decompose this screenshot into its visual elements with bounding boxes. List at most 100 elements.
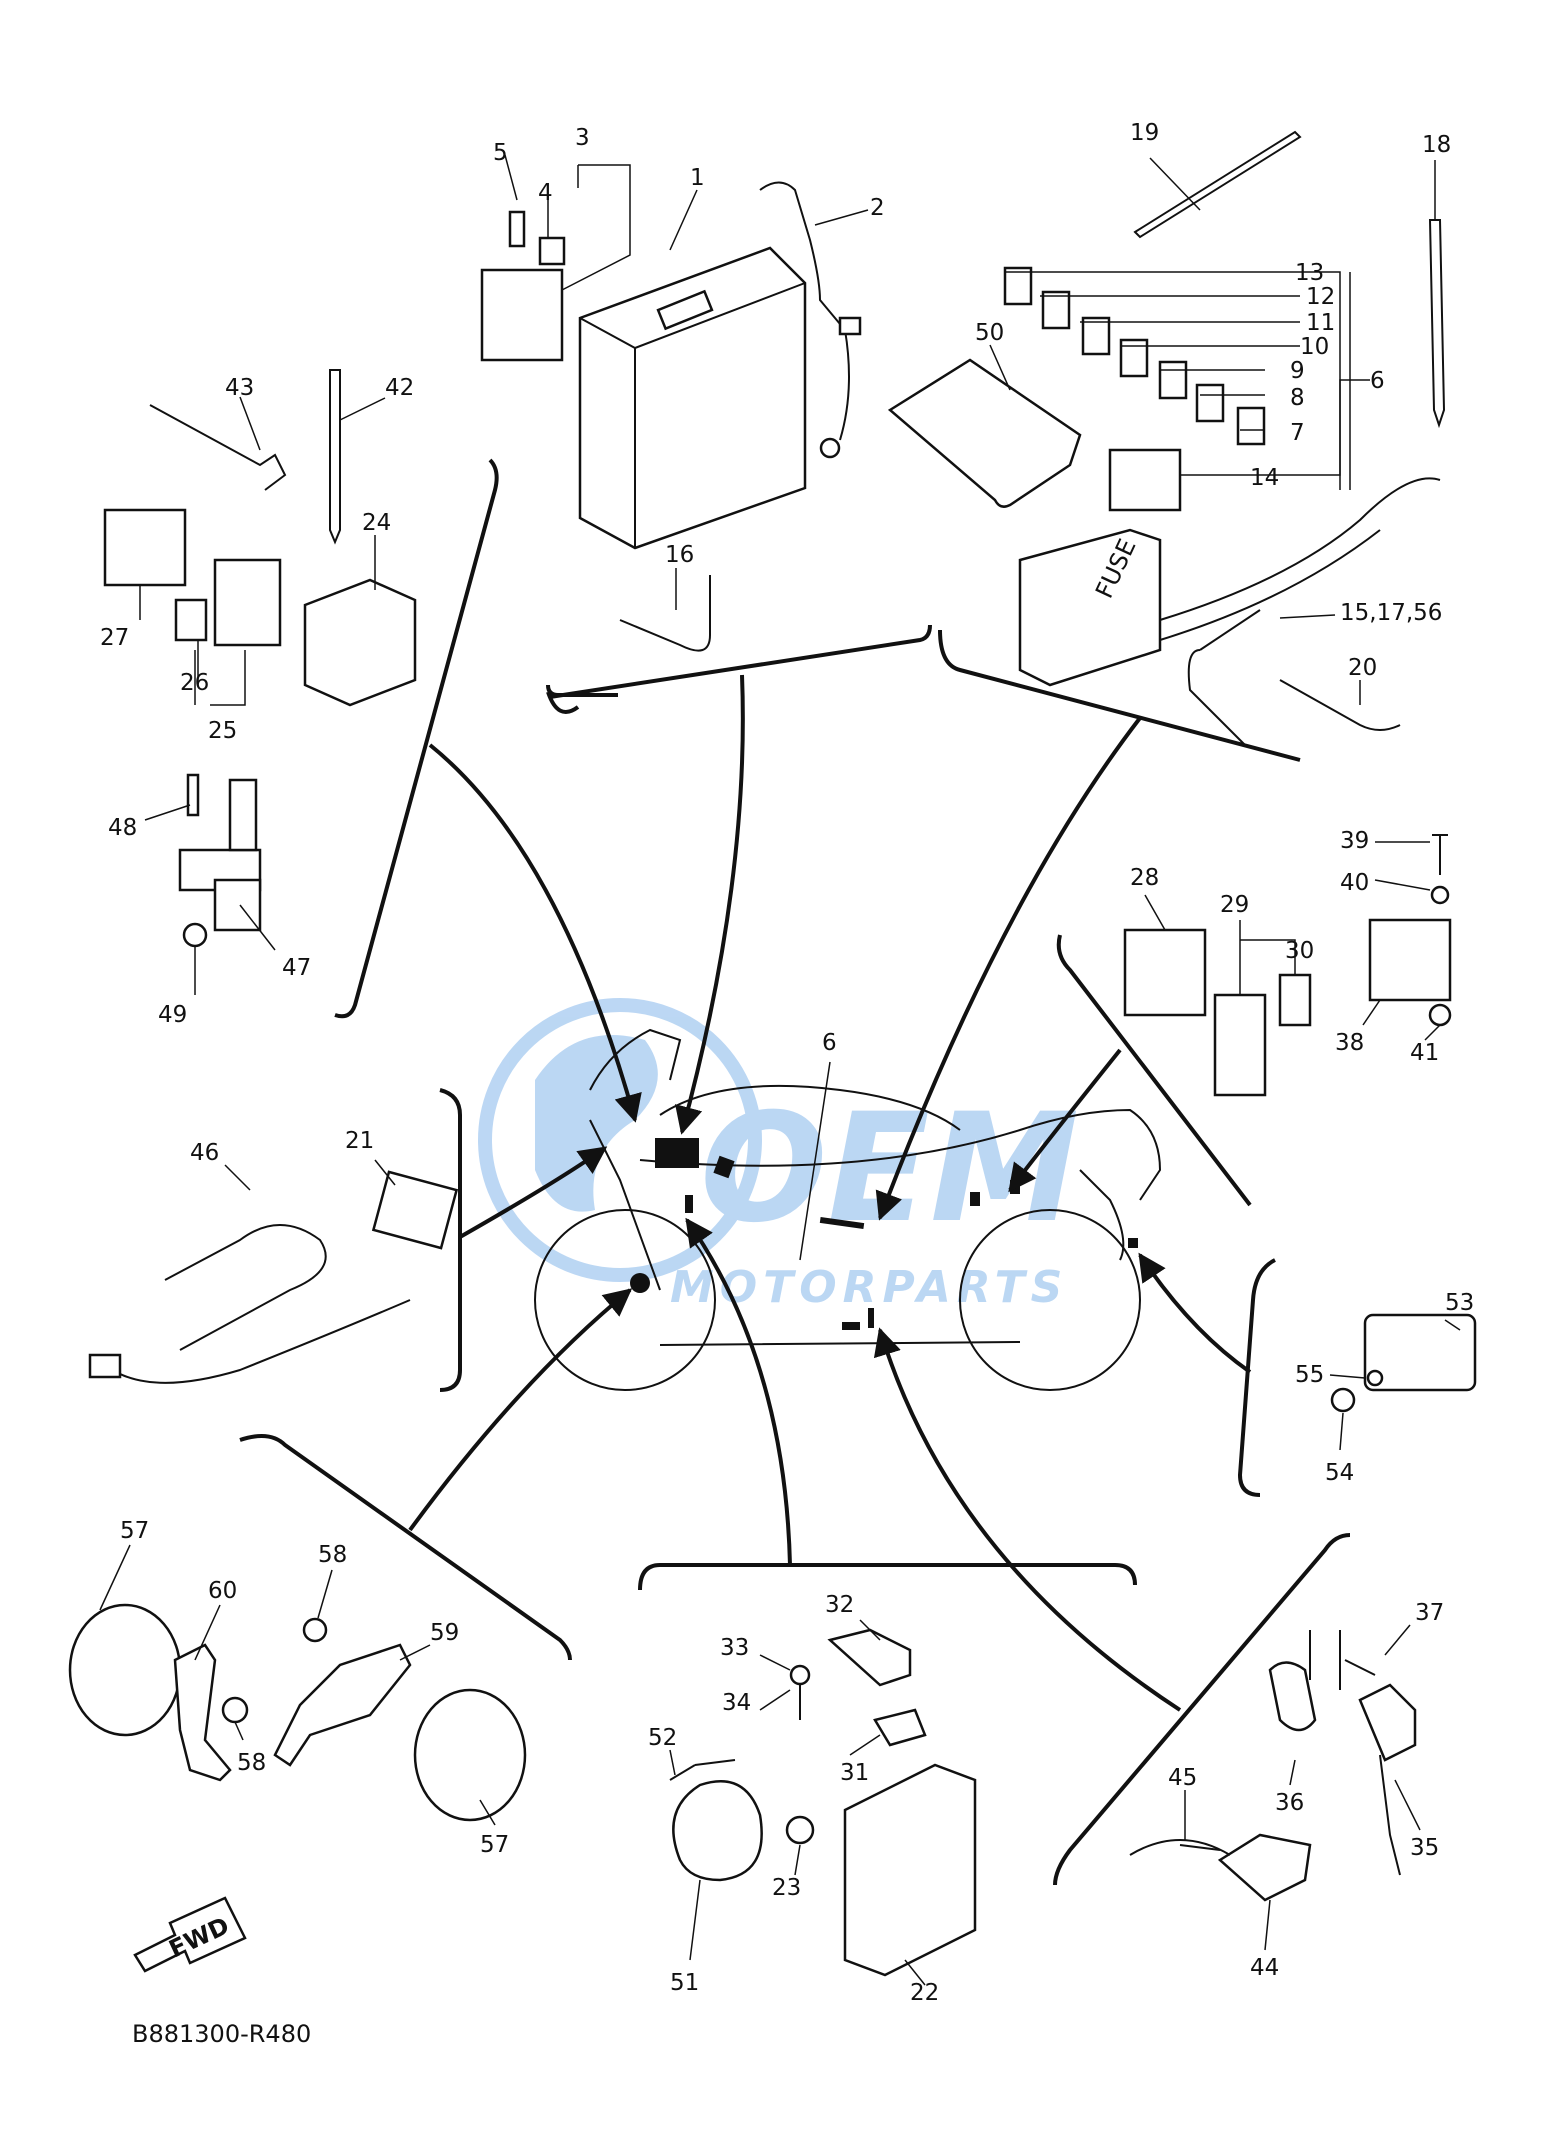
rear-fender [1079,1169,1125,1261]
fuse-box-part: FUSE [1018,528,1162,687]
watermark-globe-land-icon [535,1035,658,1212]
callout-58-right: 58 [318,1542,347,1568]
callout-38: 38 [1335,1030,1364,1056]
callout-1: 1 [690,165,705,191]
relay-30-part [1278,973,1312,1027]
bracket-59-part [273,1643,412,1767]
callout-33: 33 [720,1635,749,1661]
neutral-switch-location-marker [868,1308,874,1328]
relay-27-part [103,508,187,587]
callout-36: 36 [1275,1790,1304,1816]
reflector-location-marker [630,1273,650,1293]
nut-58-left-part [221,1696,249,1724]
callout-3: 3 [575,125,590,151]
bracket-bottom-center [638,1563,1137,1591]
fuse-cover-part [887,358,1082,508]
callout-35: 35 [1410,1835,1439,1861]
callout-31: 31 [840,1760,869,1786]
watermark: OEM MOTORPARTS [478,998,1079,1313]
turn-relay-part [303,578,417,707]
callout-25: 25 [208,718,237,744]
callout-leaders [99,154,1461,1986]
front-cowl [589,1028,682,1091]
callout-30: 30 [1285,938,1314,964]
group-brackets [239,458,1351,1886]
callout-27: 27 [100,625,129,651]
speed-sensor-location-marker [842,1322,860,1330]
callout-29: 29 [1220,892,1249,918]
connector-46-part [88,1353,122,1379]
callout-49: 49 [158,1002,187,1028]
callout-24: 24 [362,510,391,536]
bracket-32-part [827,1628,912,1687]
callout-50: 50 [975,320,1004,346]
callout-14: 14 [1250,465,1279,491]
callout-40: 40 [1340,870,1369,896]
callout-43: 43 [225,375,254,401]
callout-57-left: 57 [120,1518,149,1544]
harness-location-marker [819,1216,865,1230]
holder-31-part [873,1708,927,1747]
callout-10: 10 [1300,334,1329,360]
front-wheel [534,1209,716,1391]
callout-42: 42 [385,375,414,401]
bracket-top-center [546,624,932,714]
bolt-39-part [1432,834,1448,875]
main-harness-part [1159,477,1441,641]
callout-51: 51 [670,1970,699,1996]
battery-location-marker [655,1138,699,1168]
callout-11: 11 [1306,310,1335,336]
callout-39: 39 [1340,828,1369,854]
callout-41: 41 [1410,1040,1439,1066]
callout-18: 18 [1422,132,1451,158]
group-leaders [408,674,1252,1712]
cable-tie-18-part [1428,219,1446,429]
nut-33-part [789,1664,811,1686]
bracket-60-part [173,1643,232,1782]
battery-part [578,246,807,550]
reflector-57-right-part [413,1688,527,1822]
callout-55: 55 [1295,1362,1324,1388]
callout-53: 53 [1445,1290,1474,1316]
callout-32: 32 [825,1592,854,1618]
callout-47: 47 [282,955,311,981]
parts: FUSE [68,130,1477,1977]
ecu-22-part [843,1763,977,1977]
bolt-52-part [669,1759,736,1781]
watermark-sub-text: MOTORPARTS [670,1262,1068,1313]
callout-21: 21 [345,1128,374,1154]
callout-8: 8 [1290,385,1305,411]
nut-41-part [1428,1003,1452,1027]
battery-cable-part [759,181,862,459]
nut-23-part [785,1815,815,1845]
fuse-connector-part [1108,448,1182,512]
lead-35-part [1379,1754,1401,1876]
bracket-left-middle [439,1088,462,1392]
callout-54: 54 [1325,1460,1354,1486]
nut-54-part [1330,1387,1356,1413]
motorcycle-outline [534,1028,1162,1391]
callout-9: 9 [1290,358,1305,384]
bracket-left-upper [334,458,499,1019]
nut-58-right-part [302,1617,328,1643]
relay-28-part [1123,928,1207,1017]
bracket-top-right [938,629,1301,762]
callout-26: 26 [180,670,209,696]
callout-7: 7 [1290,420,1305,446]
relay-25-part [213,558,282,647]
washer-55-part [1366,1369,1384,1387]
reflector-53-part [1363,1313,1477,1392]
callout-5: 5 [493,140,508,166]
switch-35-part [1358,1683,1417,1762]
bracket-bottom-right [1053,1533,1351,1886]
clamp-16-part [619,575,711,652]
relay-29-part [1213,993,1267,1097]
starter-relay-part [480,210,566,362]
callout-60: 60 [208,1578,237,1604]
callout-16: 16 [665,542,694,568]
bolt-45-part [1179,1844,1221,1851]
callout-6-harness: 6 [822,1030,837,1056]
callout-59: 59 [430,1620,459,1646]
connector-21-part [371,1170,459,1250]
front-fork [589,1119,661,1291]
